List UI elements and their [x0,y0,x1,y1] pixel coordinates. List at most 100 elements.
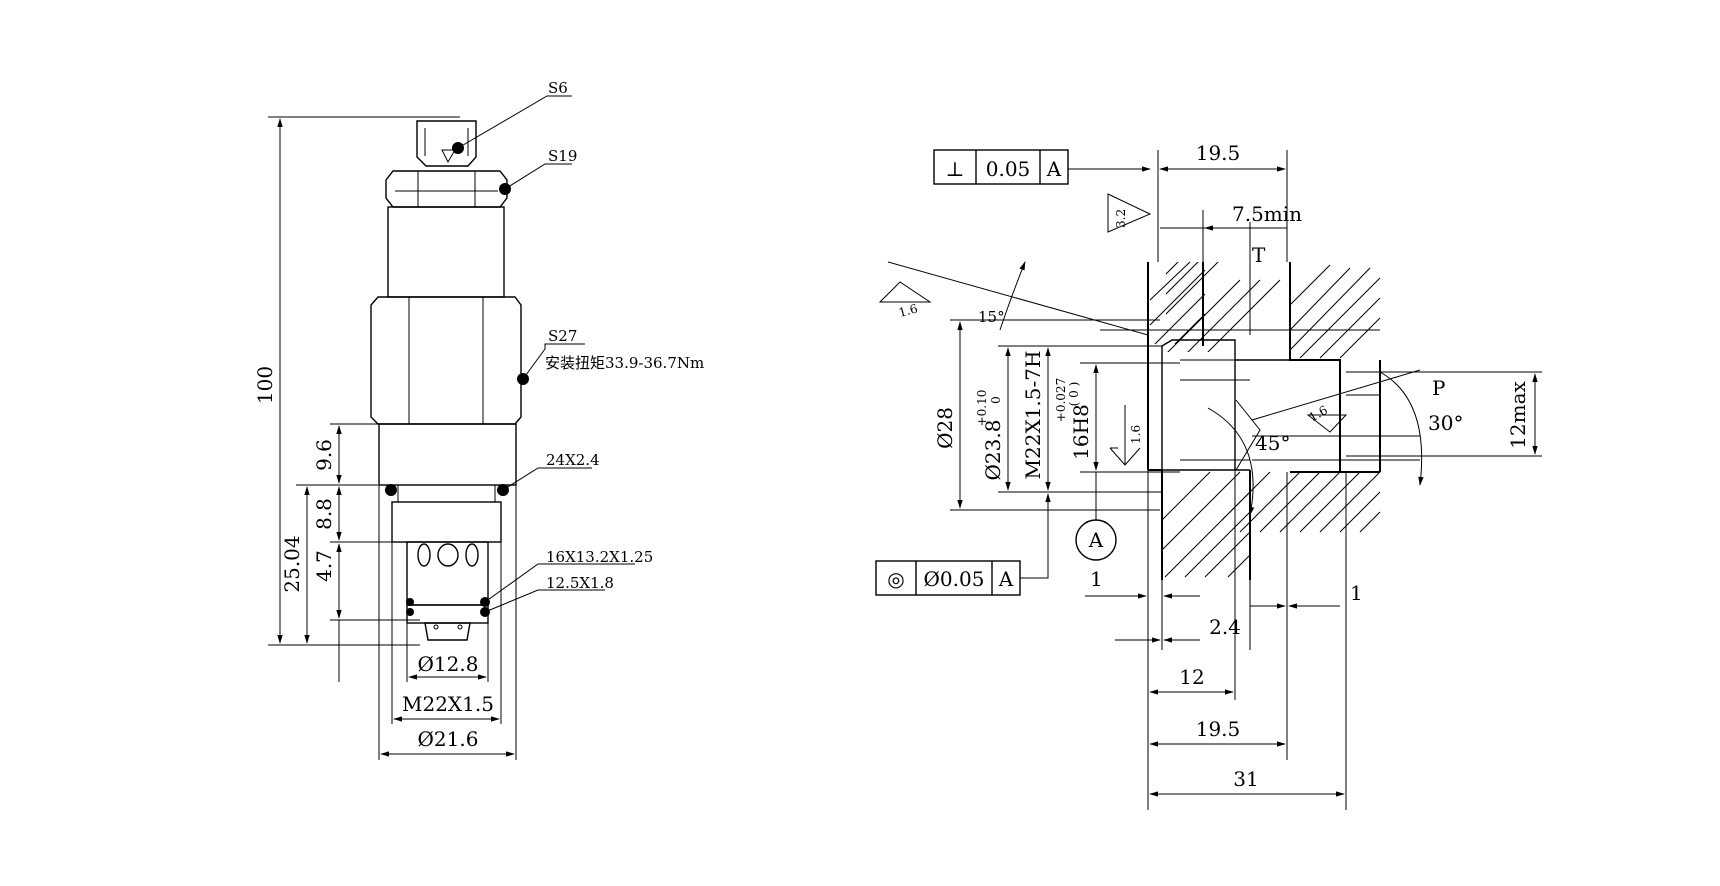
ext-100 [268,116,460,646]
hex-body [370,296,522,425]
ext-short [296,423,420,621]
perp-tolerance: 0.05 [986,157,1031,181]
fcf-conc-dividers [915,561,993,595]
ext-top [1157,150,1288,262]
conc-datum: A [998,567,1014,591]
leader-24x2-4 [502,467,592,491]
tol-16-lower: ( 0 ) [1067,382,1081,407]
hatch-lower [1161,471,1381,578]
tol-23-8-lower: 0 [989,396,1003,404]
leader-16x13 [484,563,635,603]
cone-45 [1235,399,1261,471]
dim-12max: 12max [1506,380,1530,448]
angle-arc-30 [1379,371,1424,486]
leader-s6 [457,95,572,149]
adjust-screw [416,120,477,167]
dim-19-5-top: 19.5 [1196,141,1241,165]
label-torque: 安装扭矩33.9-36.7Nm [545,354,704,372]
port-t-channel [1202,222,1251,335]
label-s27: S27 [548,327,577,345]
port-p-cone [1251,369,1421,461]
dim-7-5min: 7.5min [1232,202,1302,226]
angle-15: 15° [978,308,1005,326]
dim-19-5-bottom: 19.5 [1196,717,1241,741]
dim-m22x1-5: M22X1.5 [402,692,494,716]
o-ring-12-5 [406,598,414,606]
dim-28: Ø28 [933,407,957,449]
leader-s19 [504,163,572,190]
o-ring-12-5 [406,608,414,616]
dim-9-6: 9.6 [312,439,336,471]
label-s6: S6 [548,79,568,97]
lock-nut [385,170,508,208]
conc-symbol: ◎ [887,567,904,591]
thread-section [391,501,502,543]
o-ring-24 [385,484,397,496]
roughness-mark [1306,414,1348,433]
valve-side-view: S6 S19 S27 安装扭矩33.9-36.7Nm 24X2.4 16X13.… [253,79,704,760]
port-hole [417,543,431,567]
angle-arc-15 [999,261,1026,331]
angle-arc-45 [1207,407,1255,516]
port-t: T [1252,243,1266,267]
cartridge-tip [424,622,471,641]
leader-s27 [522,343,585,380]
angle-45: 45° [1255,431,1290,455]
tip-hole [433,624,439,630]
tol-16-upper: +0.027 [1054,378,1068,422]
label-12-5x1-8: 12.5X1.8 [546,574,614,592]
cavity-section-view: 45° 15° 1.6 30° P 1.6 T 12max ⊥ 0.05 A 3… [875,141,1542,810]
leader-12-5 [484,589,605,613]
datum-bubble [1075,519,1117,561]
shoulder [378,423,517,486]
cavity-bore [1161,339,1290,471]
dim-1-right: 1 [1350,581,1363,605]
roughness-3-2 [1107,193,1152,233]
cavity-internal [1180,359,1250,461]
conc-leader [1020,493,1051,579]
screw-tip [441,149,456,164]
dim-25-04: 25.04 [280,535,304,592]
perp-datum: A [1046,157,1062,181]
tol-23-8-upper: +0.10 [975,390,989,427]
dim-4-7: 4.7 [312,550,336,582]
cartridge-port-section [406,541,489,606]
port-p-channel [1346,394,1380,437]
dim-8-8: 8.8 [312,498,336,530]
lock-nut-lines [395,171,498,207]
ext-23-8 [998,345,1162,493]
cavity-outline [1147,262,1381,580]
chamfer-line-15 [887,261,1149,336]
label-16x13: 16X13.2X1.25 [546,548,653,566]
dim-21-6: Ø21.6 [418,727,479,751]
dim-2-4: 2.4 [1209,615,1241,639]
dim-m22-7h: M22X1.5-7H [1021,351,1045,480]
fcf-dividers [975,150,1041,184]
rough-3-2: 3.2 [1114,209,1128,228]
thread-neck [397,485,496,502]
dim-16h8: 16H8 [1069,404,1093,460]
tip-hole [457,624,463,630]
dim-12-8: Ø12.8 [418,652,479,676]
rough-1-6-c: 1.6 [1307,403,1331,425]
hatch-upper-left-stripes [1149,261,1206,345]
hatch-upper-right [1289,264,1381,359]
angle-30: 30° [1428,411,1463,435]
port-p: P [1432,376,1445,400]
dim-23-8: Ø23.8 [981,420,1005,481]
label-s19: S19 [548,147,577,165]
port-hole [437,543,459,567]
upper-body [387,206,505,298]
ext-16h8 [1080,362,1180,473]
port-hole [465,543,479,567]
conc-tolerance: Ø0.05 [924,567,985,591]
hex-body-edges [408,297,484,424]
ext-bottom [378,485,517,760]
rough-1-6-b: 1.6 [1129,425,1143,444]
datum-a: A [1088,528,1104,552]
label-24x2-4: 24X2.4 [546,451,600,469]
dim-12: 12 [1179,665,1204,689]
ext-12max [1346,371,1542,457]
dim-1-left: 1 [1090,567,1103,591]
